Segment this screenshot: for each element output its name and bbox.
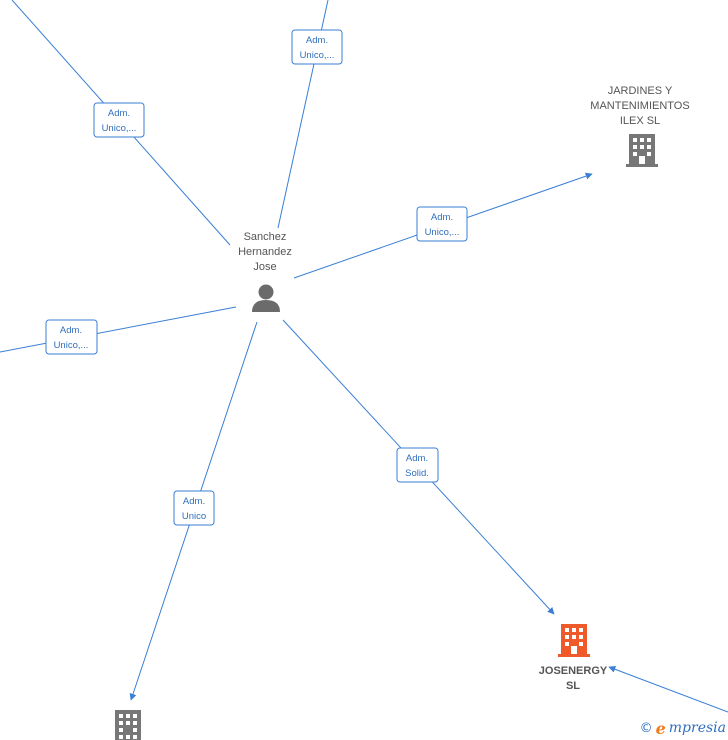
edge-label-josenergy[interactable]: Adm. Solid. <box>396 447 439 483</box>
building-icon <box>626 134 658 167</box>
edge-label-line-2: Unico,... <box>102 123 137 134</box>
edge-label-top[interactable]: Adm. Unico,... <box>291 29 343 65</box>
building-icon <box>115 710 141 740</box>
person-node-sanchez-hernandez-jose[interactable]: Sanchez Hernandez Jose <box>238 231 292 312</box>
edge-label-line-2: Solid. <box>405 468 429 479</box>
edge-label-top-left[interactable]: Adm. Unico,... <box>93 102 145 138</box>
copyright-symbol: © <box>639 720 653 736</box>
company-name-line-2: MANTENIMIENTOS <box>590 100 689 112</box>
building-icon <box>558 624 590 657</box>
edge-label-line-1: Adm. <box>406 453 428 464</box>
edge-label-line-1: Adm. <box>306 35 328 46</box>
edge-label-bottom-left[interactable]: Adm. Unico <box>173 490 215 526</box>
company-name-line-3: ILEX SL <box>620 115 660 127</box>
company-name-line-1: JARDINES Y <box>608 85 673 97</box>
company-node-josenergy[interactable]: JOSENERGY SL <box>539 624 608 692</box>
edge-label-line-1: Adm. <box>183 496 205 507</box>
edge-line-left <box>0 306 237 353</box>
edge-label-jardines[interactable]: Adm. Unico,... <box>416 206 468 242</box>
edge-line-josenergy-incoming <box>608 665 728 713</box>
brand-initial: e <box>655 718 666 738</box>
edge-label-line-1: Adm. <box>431 212 453 223</box>
brand-name: mpresia <box>668 720 726 736</box>
person-icon <box>252 284 280 312</box>
person-name-line-3: Jose <box>253 261 276 273</box>
company-name-line-2: SL <box>566 680 580 692</box>
person-name-line-1: Sanchez <box>244 231 287 243</box>
edge-label-line-2: Unico,... <box>54 340 89 351</box>
edge-label-line-1: Adm. <box>60 325 82 336</box>
company-node-bottom-left[interactable] <box>115 710 141 740</box>
edge-label-line-2: Unico,... <box>425 227 460 238</box>
company-name-line-1: JOSENERGY <box>539 665 608 677</box>
company-node-jardines[interactable]: JARDINES Y MANTENIMIENTOS ILEX SL <box>590 85 690 167</box>
edge-label-line-1: Adm. <box>108 108 130 119</box>
edge-label-line-2: Unico <box>182 511 206 522</box>
edge-label-left[interactable]: Adm. Unico,... <box>45 319 98 355</box>
person-name-line-2: Hernandez <box>238 246 292 258</box>
edge-label-line-2: Unico,... <box>300 50 335 61</box>
